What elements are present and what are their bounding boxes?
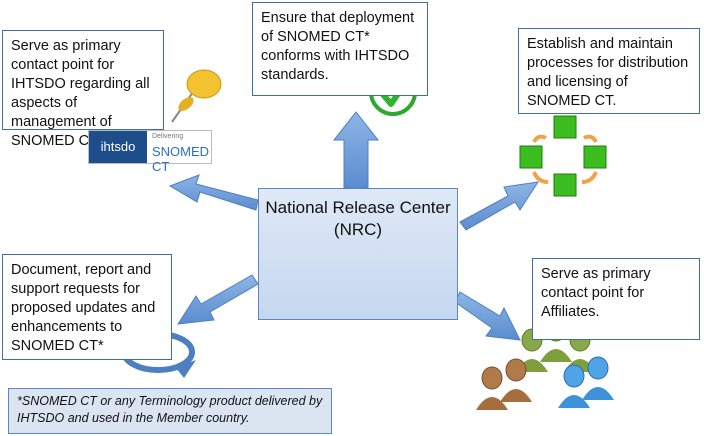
process-cycle-icon [519,115,607,197]
box-top-center-text: Ensure that deployment of SNOMED CT* con… [261,10,415,83]
pushpin-icon [171,69,222,123]
arrow-up [332,111,380,189]
footnote: *SNOMED CT or any Terminology product de… [8,388,332,434]
box-bottom-right-text: Serve as primary contact point for Affil… [541,266,651,320]
arrow-lower-left [177,274,259,325]
arrow-upper-right [459,181,540,231]
box-top-center: Ensure that deployment of SNOMED CT* con… [252,2,428,96]
box-top-left-text: Serve as primary contact point for IHTSD… [11,38,150,149]
box-top-right-text: Establish and maintain processes for dis… [527,36,689,109]
affiliates-group-icon [476,318,614,410]
logo-snomed: SNOMED CT [152,144,210,174]
ihtsdo-logo: ihtsdo Delivering SNOMED CT [88,130,212,174]
nrc-center-box: National Release Center (NRC) [258,188,458,320]
box-bottom-right: Serve as primary contact point for Affil… [532,258,700,340]
box-bottom-left: Document, report and support requests fo… [2,254,172,360]
box-top-left: Serve as primary contact point for IHTSD… [2,30,164,149]
center-title: National Release Center [265,198,451,217]
logo-ihtsdo: ihtsdo [89,131,147,163]
arrow-lower-right [454,291,521,341]
center-subtitle: (NRC) [333,220,383,239]
footnote-text: *SNOMED CT or any Terminology product de… [17,394,323,425]
logo-delivering: Delivering [152,133,184,140]
box-top-right: Establish and maintain processes for dis… [518,28,700,114]
arrow-upper-left [168,174,259,211]
box-bottom-left-text: Document, report and support requests fo… [11,262,156,354]
